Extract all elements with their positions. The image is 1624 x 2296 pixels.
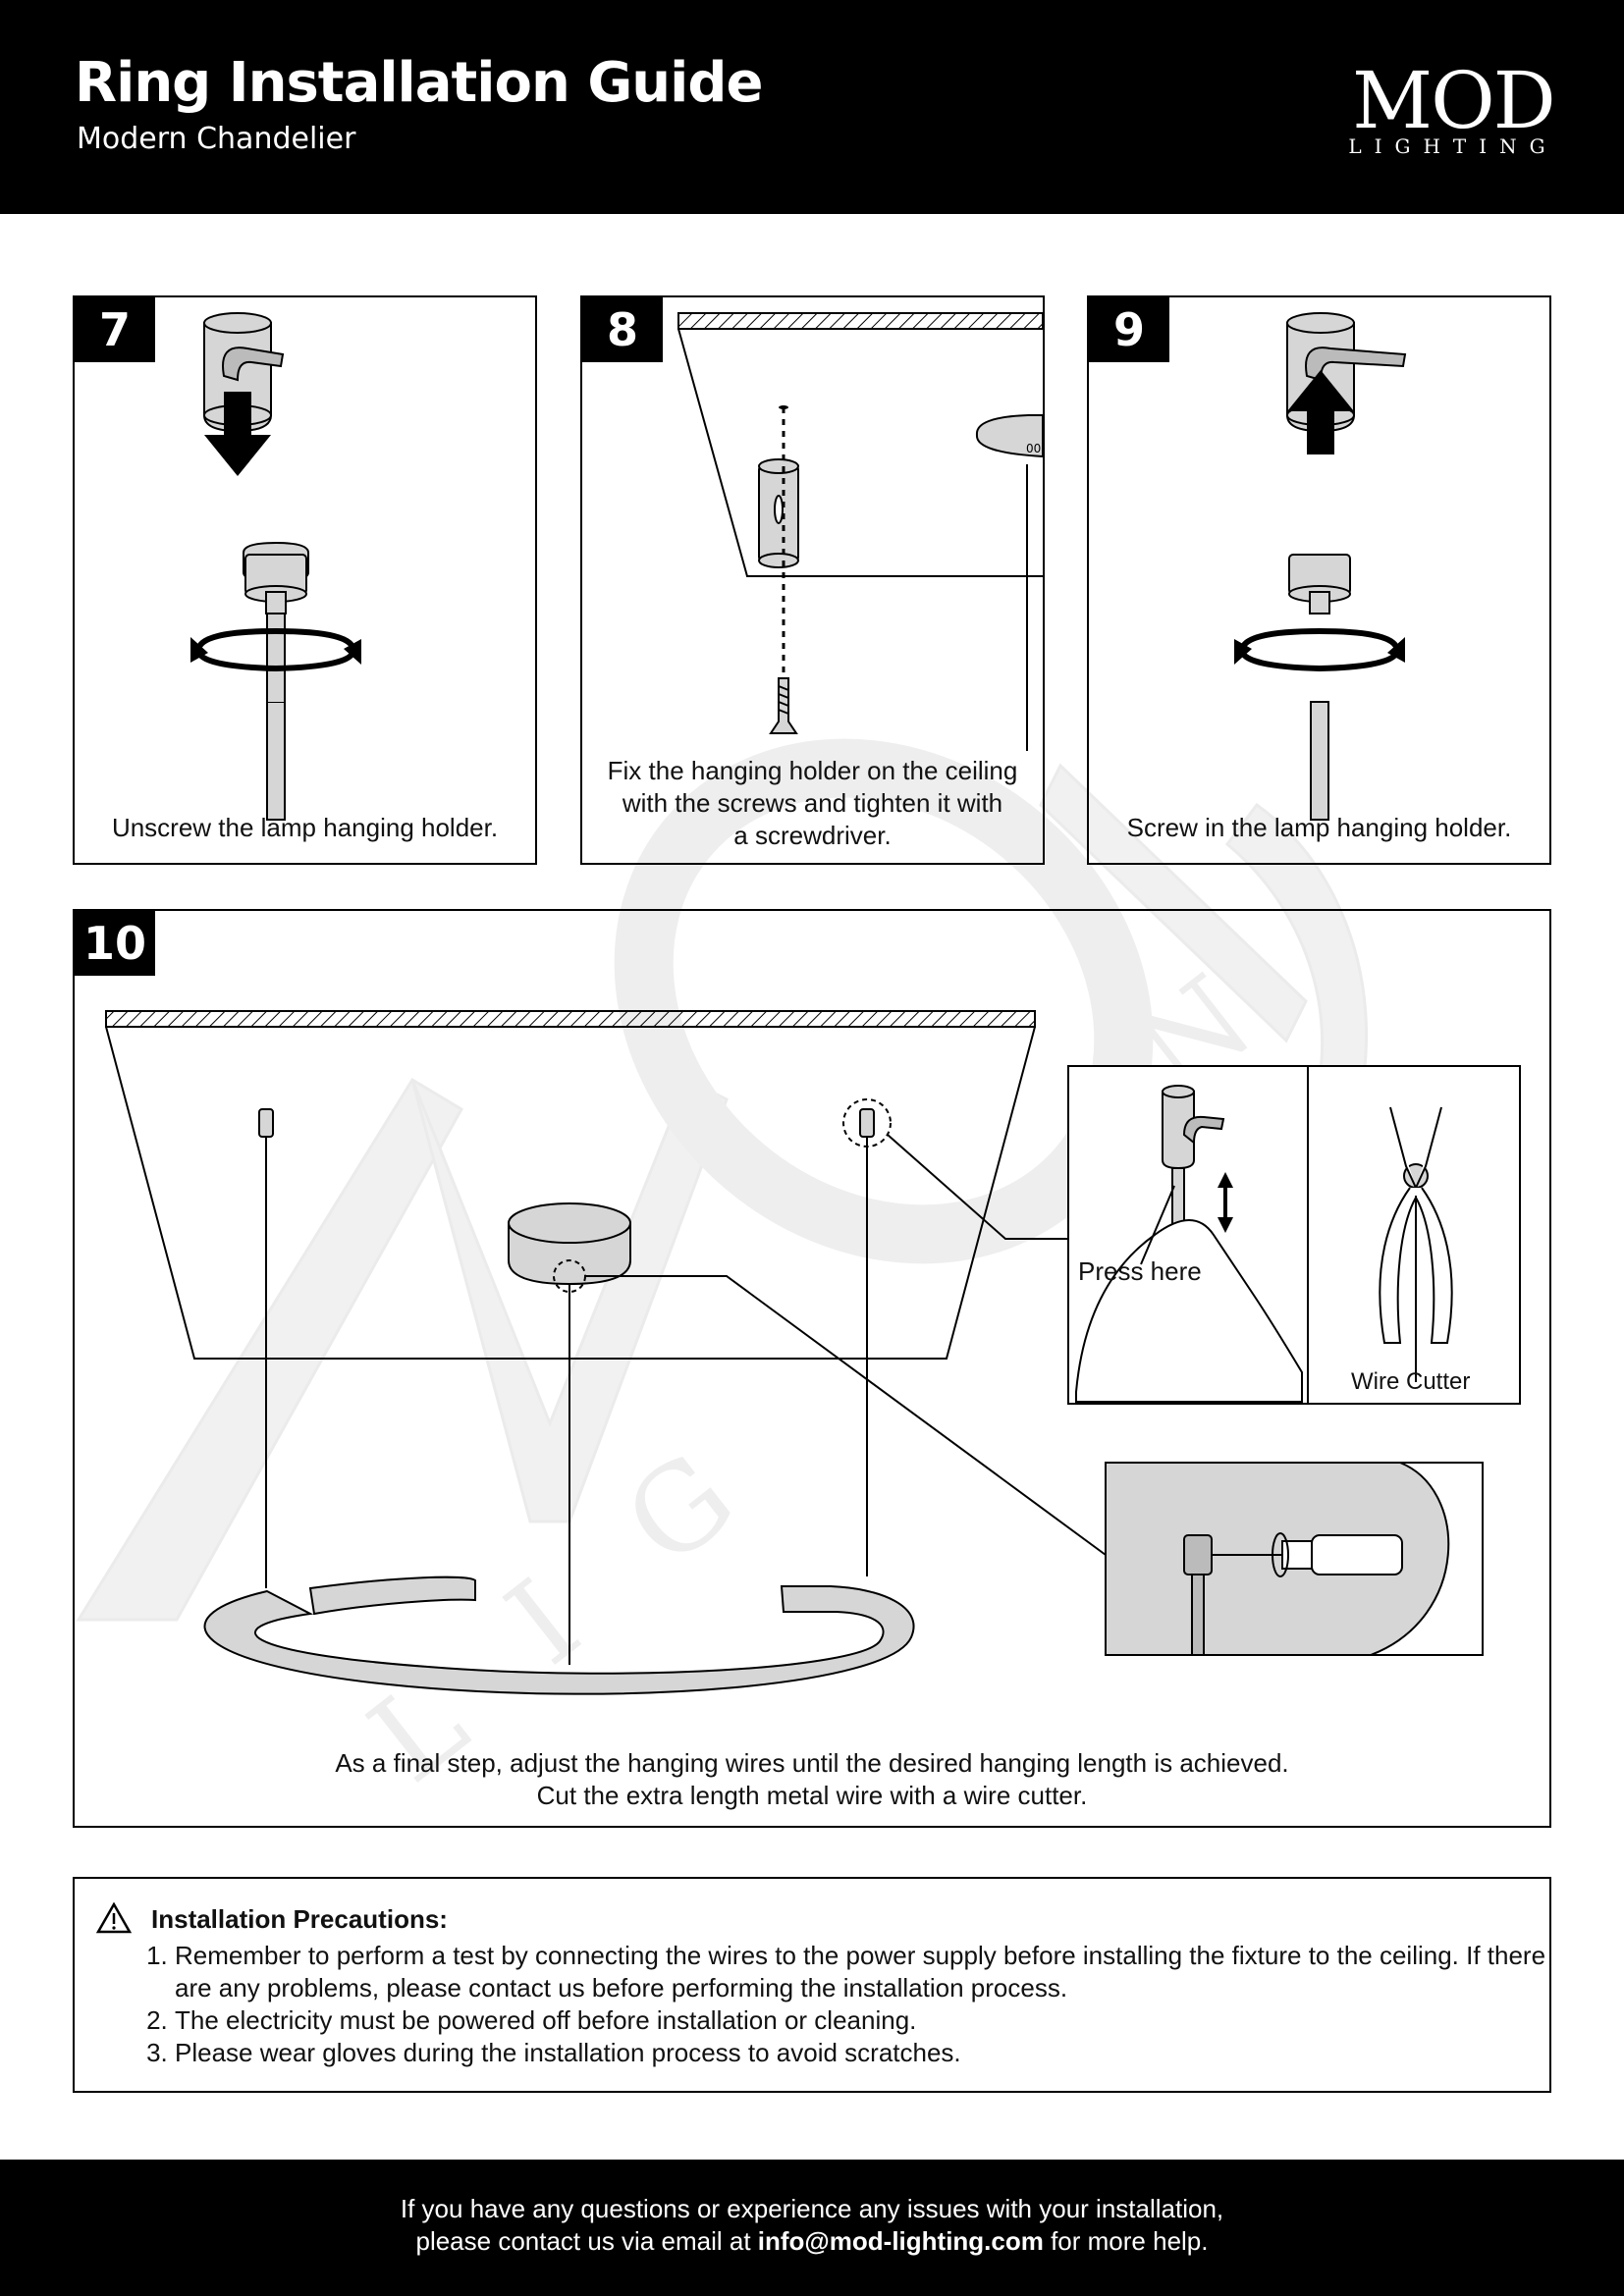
page-header: Ring Installation Guide Modern Chandelie… [0,0,1624,214]
svg-text:MOD: MOD [1352,55,1554,146]
step-number: 10 [75,911,155,976]
svg-text:LIGHTING: LIGHTING [1348,134,1557,158]
step-9-caption: Screw in the lamp hanging holder. [1126,813,1512,842]
step-8-caption-line: a screwdriver. [733,821,892,850]
brand-logo: MOD LIGHTING [1348,55,1557,158]
svg-text:00: 00 [1026,442,1041,455]
wire-cutter-label: Wire Cutter [1351,1368,1471,1395]
step-7-caption: Unscrew the lamp hanging holder. [111,813,499,842]
step-number: 8 [582,297,663,362]
step-10-caption-line: As a final step, adjust the hanging wire… [335,1748,1289,1778]
step-number: 7 [75,297,155,362]
step-9-panel: 9 Screw in the lamp hanging holder. [1087,295,1551,865]
page-subtitle: Modern Chandelier [77,122,356,156]
step-10-caption-line: Cut the extra length metal wire with a w… [536,1781,1088,1810]
press-here-label: Press here [1078,1256,1202,1286]
step-9-illustration [1234,312,1407,821]
precautions-box: Installation Precautions: Remember to pe… [73,1877,1551,2093]
contact-email: info@mod-lighting.com [757,2226,1044,2256]
step-number: 9 [1089,297,1169,362]
step-8-panel: 8 00 Fix the hanging holder on the ceili… [580,295,1045,865]
page-footer: If you have any questions or experience … [0,2160,1624,2296]
step-8-caption: Fix the hanging holder on the ceiling wi… [592,755,1033,852]
precautions-title: Installation Precautions: [151,1904,448,1934]
step-7-panel: 7 Unscrew the lamp hanging holder. [73,295,537,865]
step-8-caption-line: with the screws and tighten it with [622,788,1003,818]
precautions-list: Remember to perform a test by connecting… [141,1940,1569,2069]
footer-line-1: If you have any questions or experience … [400,2194,1224,2223]
precaution-item: Remember to perform a test by connecting… [175,1940,1569,2004]
step-10-illustration [105,1010,1521,1695]
step-10-caption: As a final step, adjust the hanging wire… [84,1747,1540,1812]
footer-text: for more help. [1043,2226,1209,2256]
footer-line-2: please contact us via email at info@mod-… [0,2225,1624,2258]
step-10-panel: 10 [73,909,1551,1828]
step-7-illustration [190,312,361,821]
precaution-item: The electricity must be powered off befo… [175,2004,1569,2037]
footer-text: please contact us via email at [415,2226,758,2256]
page-title: Ring Installation Guide [75,51,763,115]
precaution-item: Please wear gloves during the installati… [175,2037,1569,2069]
step-8-caption-line: Fix the hanging holder on the ceiling [607,756,1018,785]
step-8-illustration: 00 [677,312,1043,751]
warning-icon [96,1902,132,1934]
